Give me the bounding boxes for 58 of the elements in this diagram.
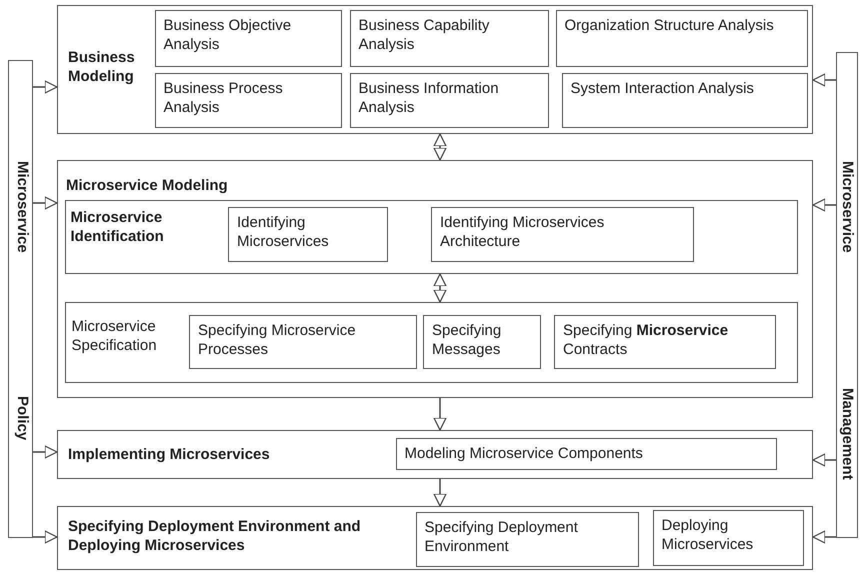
task-label: Business Capability Analysis [358,16,490,54]
arrow [433,479,447,507]
task-label: Identifying Microservices [237,213,330,251]
task-label: Business Objective Analysis [164,16,292,54]
arrow [33,530,58,544]
task-label: Identifying Microservices Architecture [440,213,606,251]
phase-title: Microservice Modeling [66,176,229,195]
task-label: Business Process Analysis [164,78,284,116]
task-label: Deploying Microservices [662,516,754,554]
task-box [554,315,776,369]
task-box [562,72,808,128]
task-box [350,10,548,66]
arrow [812,198,836,212]
phase-title: Specifying Deployment Environment and Deploying Microservices [68,517,362,555]
sub-phase-title: Microservice Specification [72,316,158,354]
task-box [416,512,638,566]
arrow [433,133,447,161]
side-label: Microservice [839,161,856,253]
phase-box [57,430,813,479]
side-label: Management [839,388,856,480]
sub-phase-box [64,200,798,274]
arrow [812,453,836,467]
side-label: Policy [14,396,31,440]
sub-phase-box [64,302,798,382]
task-label: Modeling Microservice Components [404,444,644,462]
arrow [33,80,58,94]
task-box [396,438,776,470]
arrow [812,73,836,87]
arrow [33,196,58,210]
arrow [433,398,447,431]
task-box [154,72,342,128]
task-box [350,72,548,128]
phase-box [57,160,813,398]
task-box [431,207,694,262]
arrow [433,273,447,303]
arrow [33,445,58,459]
task-label: Business Information Analysis [358,78,500,116]
task-box [228,207,388,262]
task-label: Specifying Microservice Processes [198,321,357,359]
task-label: System Interaction Analysis [570,78,755,98]
phase-box [57,506,813,570]
phase-box [57,5,813,134]
arrow [812,530,836,544]
task-label: Specifying Deployment Environment [424,518,579,556]
task-box [154,10,342,66]
task-label: Specifying Microservice Contracts [563,321,730,359]
task-box [556,10,808,66]
task-label: Specifying Messages [432,321,502,359]
phase-title: Implementing Microservices [68,445,271,464]
task-box [652,510,804,566]
phase-title: Business Modeling [68,48,136,86]
sub-phase-title: Microservice Identification [70,208,165,246]
side-bar [836,52,858,538]
task-box [423,315,541,369]
side-label: Microservice [14,161,31,253]
side-bar [8,60,33,538]
task-box [189,315,417,369]
task-label: Organization Structure Analysis [564,16,775,34]
